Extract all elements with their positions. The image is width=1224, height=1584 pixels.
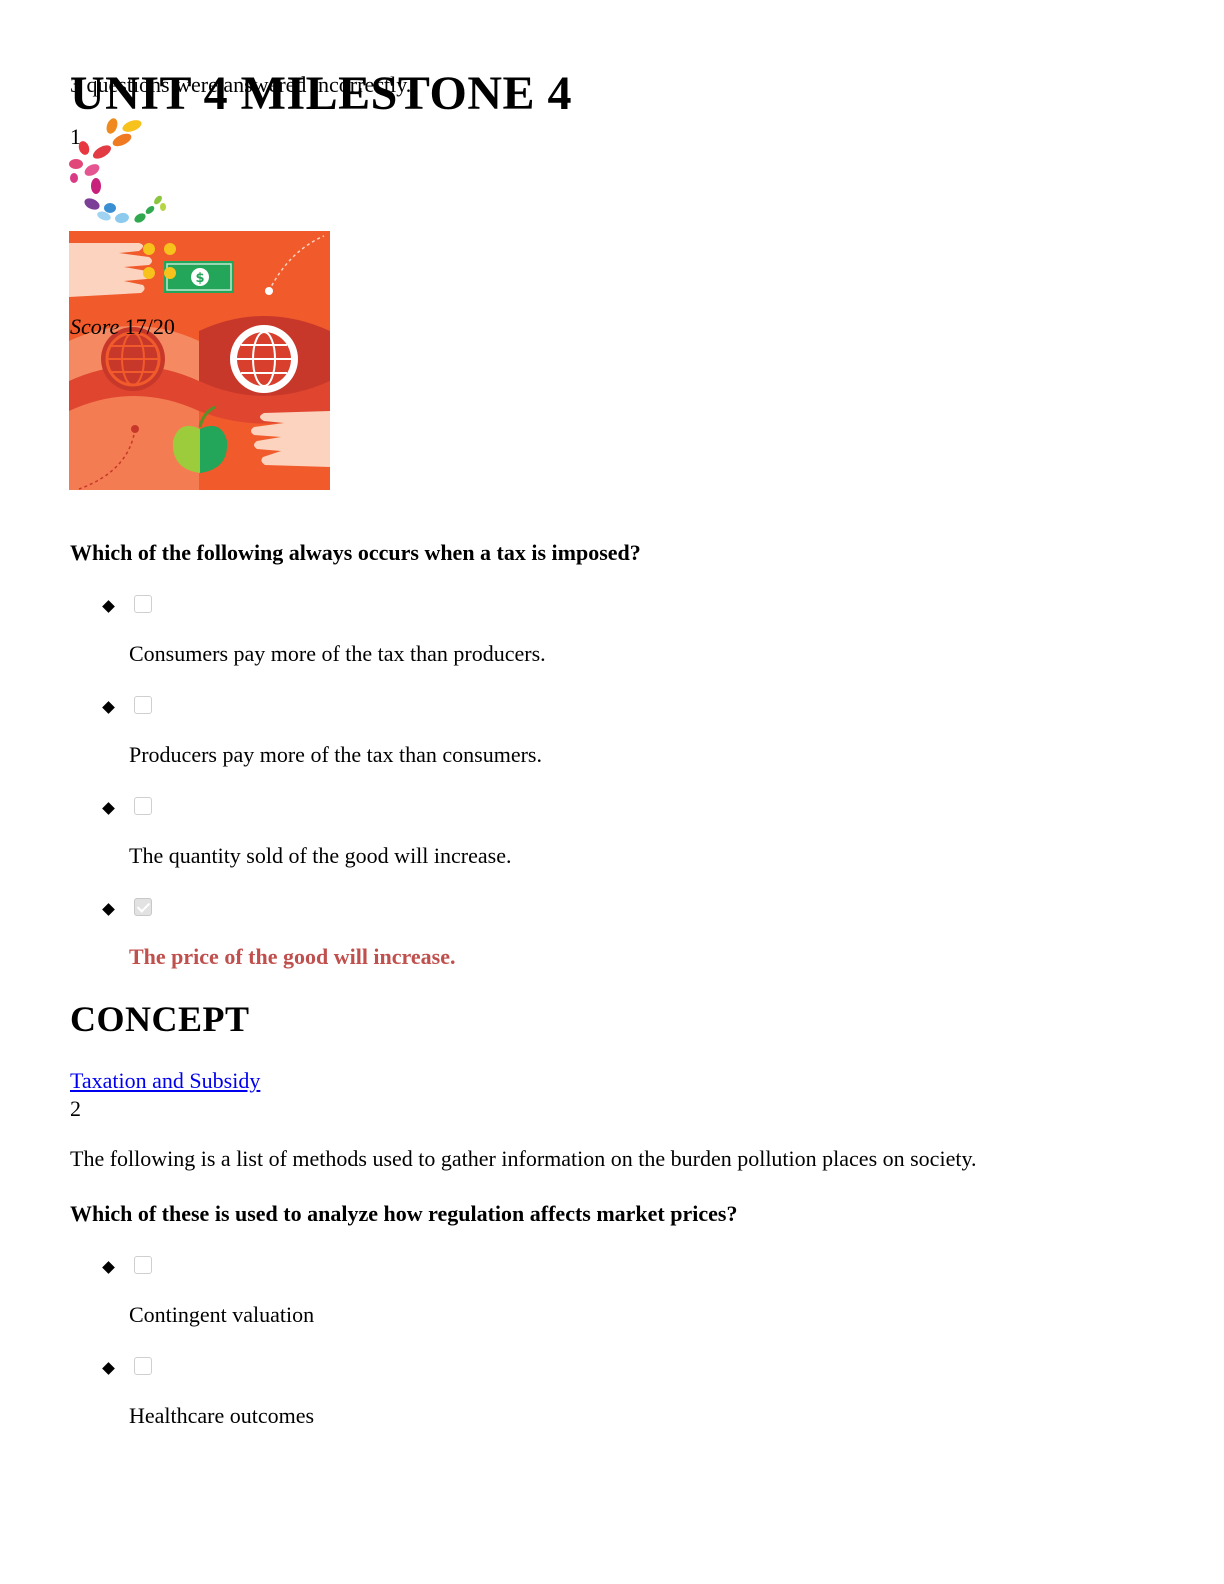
list-bullet [102,701,115,714]
concept-heading: CONCEPT [70,999,250,1039]
option-checkbox[interactable] [134,1256,152,1274]
concept-link[interactable]: Taxation and Subsidy [70,1068,261,1093]
question-2-prompt: Which of these is used to analyze how re… [70,1201,738,1226]
question-1-prompt: Which of the following always occurs whe… [70,540,641,565]
option-checkbox-checked[interactable] [134,898,152,916]
page-title: UNIT 4 MILESTONE 4 [70,67,573,120]
question-2-intro: The following is a list of methods used … [70,1146,977,1171]
score-value: 17/20 [124,314,175,339]
score-label: Score 17/20 [70,314,175,340]
incorrect-count-note: 3 questions were answered incorrectly. [70,72,412,97]
leaves-logo-icon [69,118,166,224]
option-label: The quantity sold of the good will incre… [129,843,512,868]
option-checkbox[interactable] [134,595,152,613]
option-checkbox[interactable] [134,1357,152,1375]
list-bullet [102,1362,115,1375]
list-bullet [102,600,115,613]
option-label: Consumers pay more of the tax than produ… [129,641,546,666]
option-checkbox[interactable] [134,797,152,815]
list-bullet [102,1261,115,1274]
option-label: Healthcare outcomes [129,1403,315,1428]
option-label: Producers pay more of the tax than consu… [129,742,542,767]
score-label-text: Score [70,314,120,339]
question-2-number: 2 [70,1096,81,1121]
list-bullet [102,903,115,916]
correct-option-label: The price of the good will increase. [129,944,456,969]
option-label: Contingent valuation [129,1302,315,1327]
money-exchange-illustration: $ [69,231,330,490]
svg-text:$: $ [195,271,204,286]
question-1-number: 1 [70,124,81,149]
option-checkbox[interactable] [134,696,152,714]
list-bullet [102,802,115,815]
